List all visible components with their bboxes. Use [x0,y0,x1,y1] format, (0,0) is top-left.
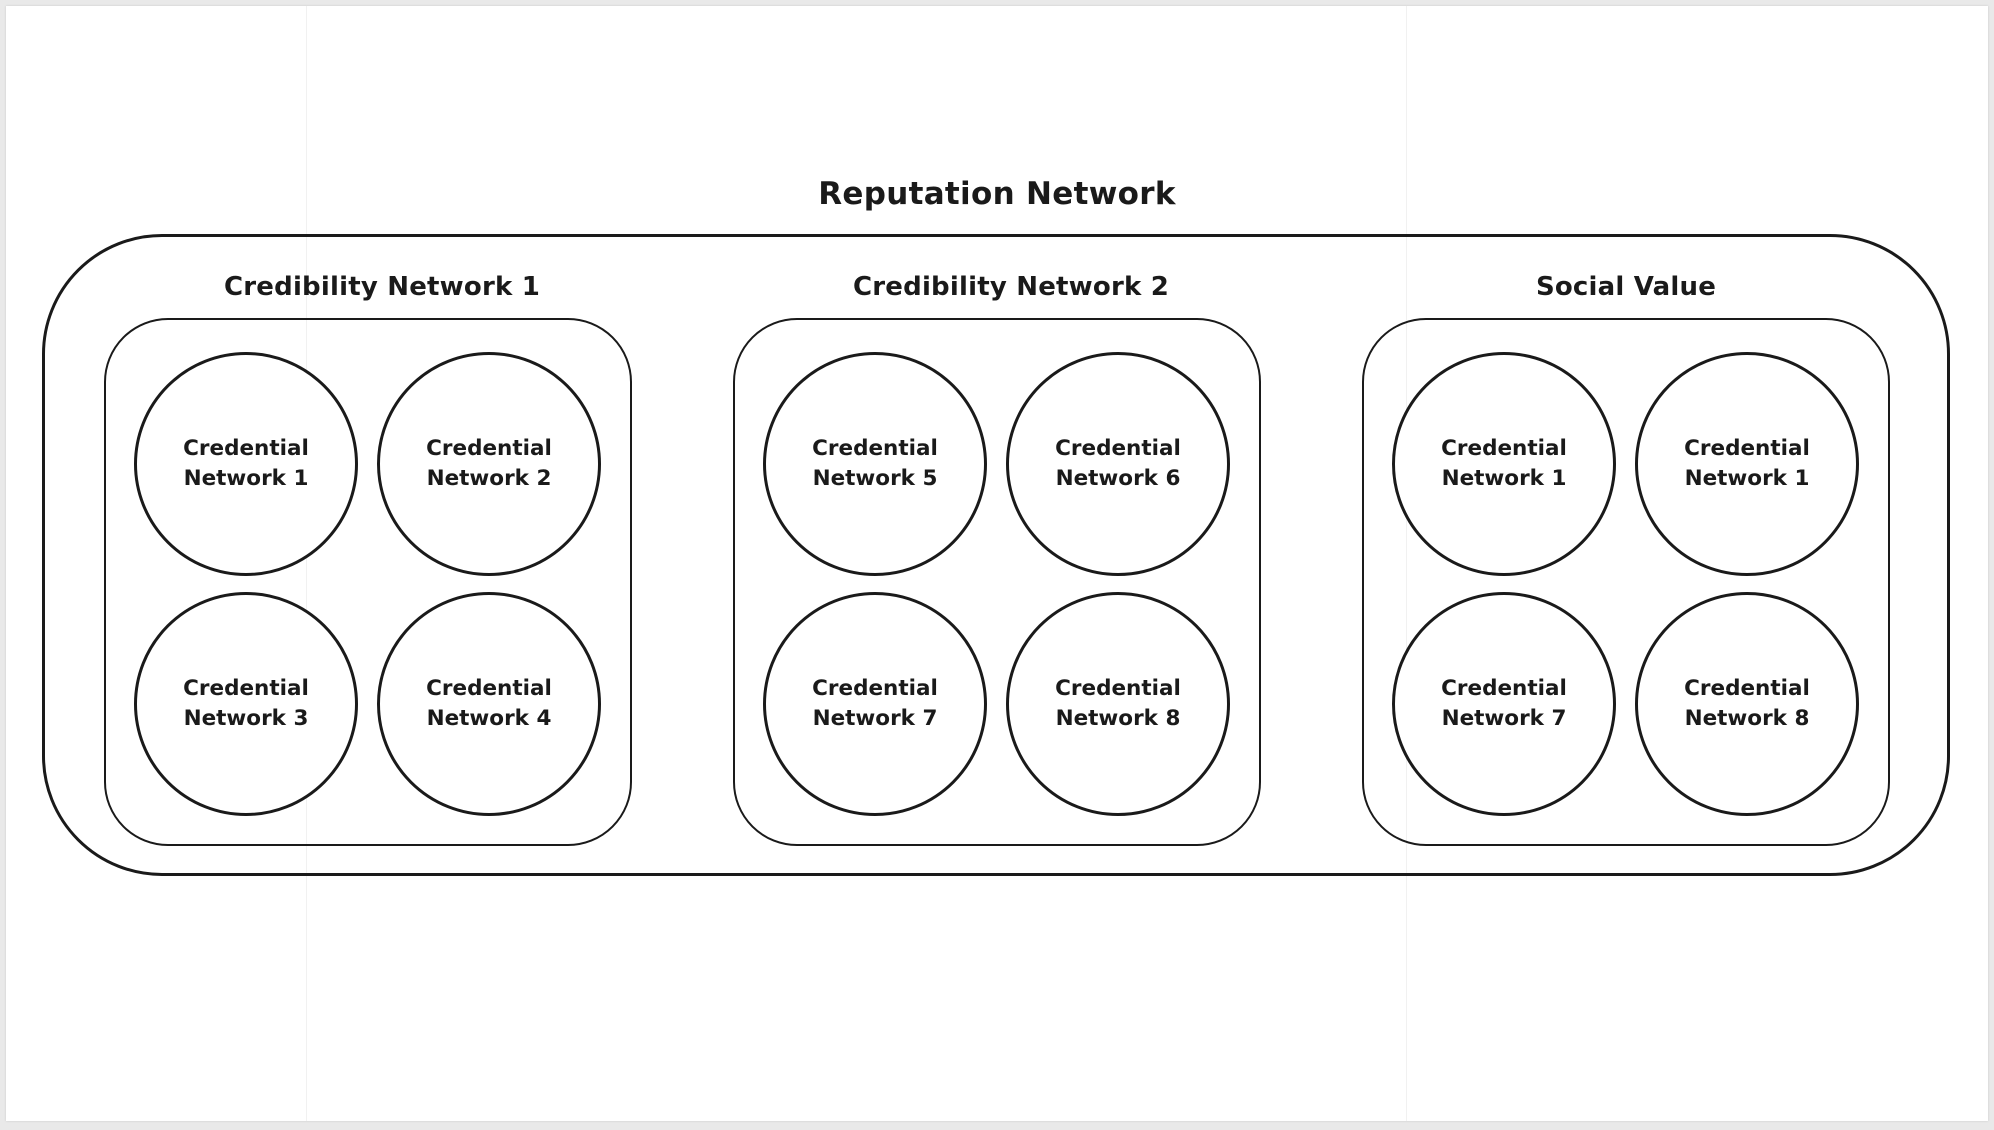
node-label-line1: Credential [1441,435,1567,461]
node-label-line2: Network 3 [183,706,309,731]
node-label-line1: Credential [183,675,309,701]
node-label-line2: Network 1 [1441,466,1567,491]
node-label-line2: Network 7 [1441,706,1567,731]
node-label-line2: Network 7 [812,706,938,731]
node-label-line1: Credential [1055,435,1181,461]
node-label-line2: Network 1 [1684,466,1810,491]
node-label-line1: Credential [1684,435,1810,461]
node-label-line2: Network 5 [812,466,938,491]
node-label-line1: Credential [1684,675,1810,701]
node-label-line1: Credential [426,435,552,461]
reputation-network-container [42,234,1950,876]
diagram-canvas: Reputation Network Credibility Network 1… [6,6,1988,1121]
node-label-line1: Credential [1055,675,1181,701]
node-label-line1: Credential [1441,675,1567,701]
diagram-title: Reputation Network [818,176,1176,212]
group-title-social-value: Social Value [1535,272,1717,302]
group-title-credibility-network-1: Credibility Network 1 [224,272,540,302]
node-label-line2: Network 2 [426,466,552,491]
node-label-line2: Network 8 [1055,706,1181,731]
node-label-line2: Network 4 [426,706,552,731]
canvas-grid-line [306,6,307,1121]
group-title-credibility-network-2: Credibility Network 2 [853,272,1169,302]
node-label-line1: Credential [812,675,938,701]
node-label-line2: Network 8 [1684,706,1810,731]
node-label-line1: Credential [183,435,309,461]
node-label-line1: Credential [426,675,552,701]
node-label-line2: Network 6 [1055,466,1181,491]
canvas-grid-line [1406,6,1407,1121]
node-label-line1: Credential [812,435,938,461]
node-label-line2: Network 1 [183,466,309,491]
